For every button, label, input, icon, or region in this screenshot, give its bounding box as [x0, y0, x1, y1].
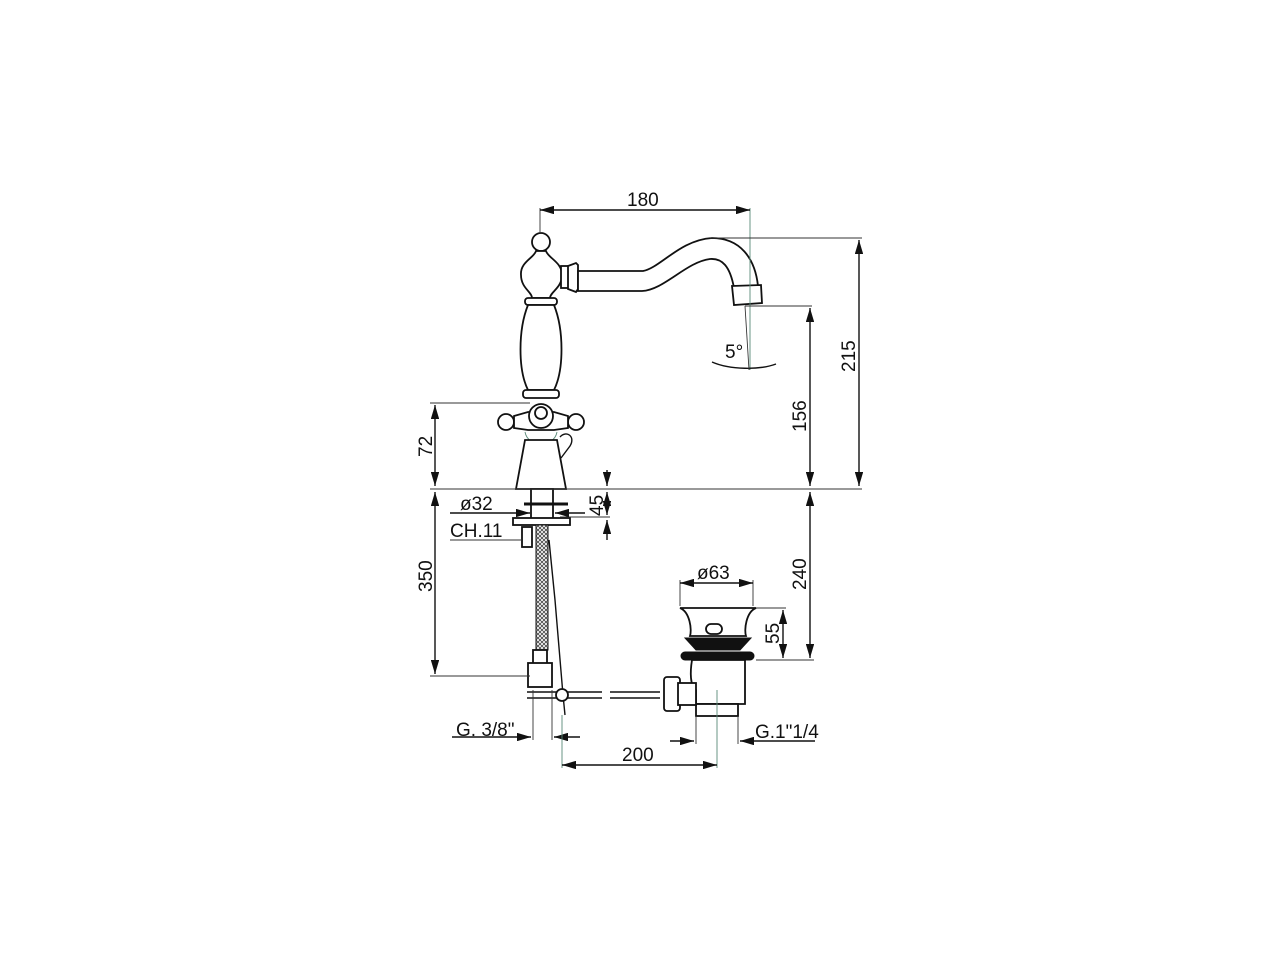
dim-shank-diameter: ø32: [460, 494, 493, 515]
dim-spout-angle: 5°: [725, 342, 743, 363]
dim-waste-head: 55: [763, 623, 784, 644]
dim-hose-connection: G. 3/8": [456, 720, 515, 741]
dim-shank-length: 45: [587, 495, 608, 516]
faucet-body: [497, 232, 763, 490]
dim-outlet-height: 156: [790, 400, 811, 432]
dim-waste-depth: 240: [790, 558, 811, 590]
dim-hose-length: 350: [416, 560, 437, 592]
dim-tap-to-waste: 200: [622, 745, 654, 766]
dim-spout-reach: 180: [627, 190, 659, 211]
dim-body-height: 72: [416, 436, 437, 457]
shank-and-hoses: [512, 488, 660, 716]
dim-nut-size: CH.11: [450, 521, 502, 542]
dim-total-height: 215: [839, 340, 860, 372]
dimension-labels: 180 215 156 5° 72 ø32 45 CH.11 350 240 ø…: [416, 190, 860, 766]
dim-waste-thread: G.1"1/4: [755, 722, 819, 743]
pop-up-waste: [663, 607, 757, 717]
dim-waste-diameter: ø63: [697, 563, 730, 584]
dimension-lines: [430, 205, 864, 770]
